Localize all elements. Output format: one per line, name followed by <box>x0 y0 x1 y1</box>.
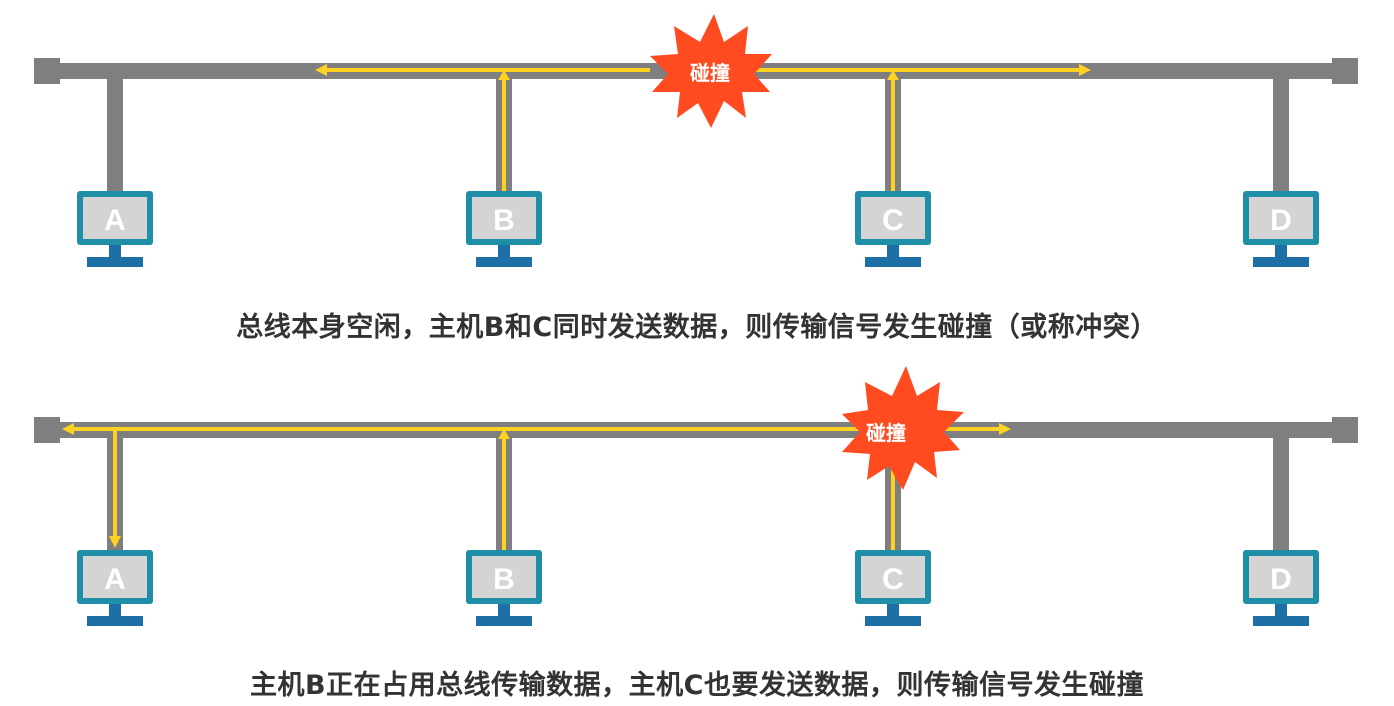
host-c: C <box>855 191 931 267</box>
host-b: B <box>466 191 542 267</box>
scene-1-caption: 总线本身空闲，主机B和C同时发送数据，则传输信号发生碰撞（或称冲突） <box>236 312 1158 343</box>
collision-burst: 碰撞 <box>650 14 772 128</box>
collision-burst: 碰撞 <box>842 366 964 490</box>
scene-2: 碰撞 A B C D <box>34 366 1358 626</box>
host-label: D <box>1270 204 1292 237</box>
host-d: D <box>1243 550 1319 626</box>
host-label: C <box>882 204 904 237</box>
host-a: A <box>77 191 153 267</box>
host-b: B <box>466 550 542 626</box>
host-d: D <box>1243 191 1319 267</box>
host-label: C <box>882 563 904 596</box>
starburst-icon <box>842 366 964 490</box>
host-a: A <box>77 550 153 626</box>
host-label: A <box>104 563 126 596</box>
starburst-icon <box>650 14 772 128</box>
scene-2-caption: 主机B正在占用总线传输数据，主机C也要发送数据，则传输信号发生碰撞 <box>250 670 1144 701</box>
bus-line <box>34 417 1358 550</box>
scene-1: 碰撞 A B C D <box>34 14 1358 267</box>
signal-paths <box>315 64 1091 191</box>
host-label: B <box>493 204 515 237</box>
host-label: A <box>104 204 126 237</box>
host-c: C <box>855 550 931 626</box>
host-label: B <box>493 563 515 596</box>
collision-label: 碰撞 <box>866 421 906 445</box>
host-label: D <box>1270 563 1292 596</box>
collision-label: 碰撞 <box>690 61 730 85</box>
